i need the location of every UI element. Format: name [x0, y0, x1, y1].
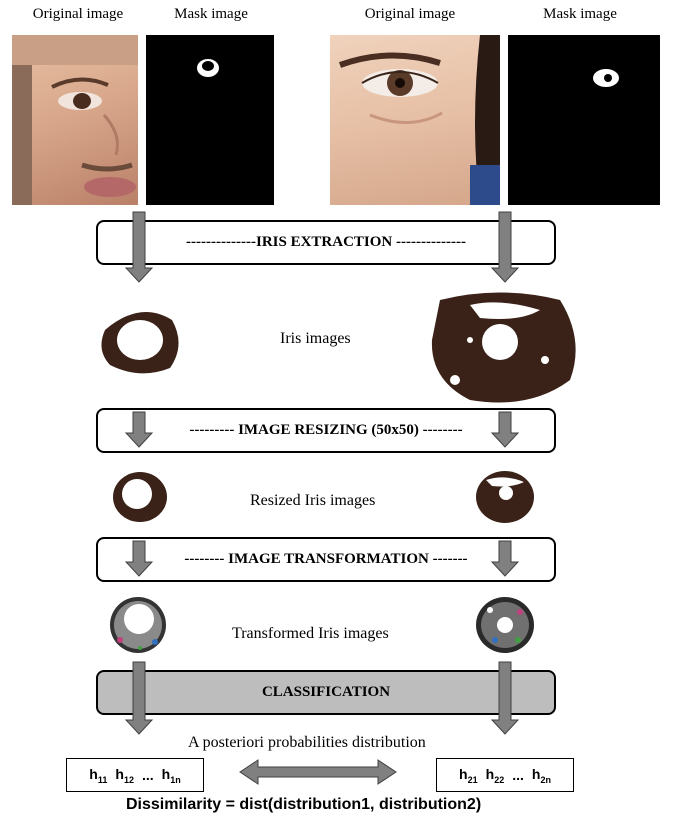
h22-term: h22: [486, 766, 505, 785]
ellipsis: ...: [142, 767, 154, 783]
image-transformation-stage: -------- IMAGE TRANSFORMATION -------: [96, 537, 556, 582]
image-resizing-stage: --------- IMAGE RESIZING (50x50) -------…: [96, 408, 556, 453]
resized-iris-images-caption: Resized Iris images: [250, 492, 375, 510]
classification-stage: CLASSIFICATION: [96, 670, 556, 715]
dissimilarity-formula: Dissimilarity = dist(distribution1, dist…: [126, 796, 481, 814]
distribution-box-1: h11 h12 ... h1n: [66, 758, 204, 792]
h21-term: h21: [459, 766, 478, 785]
h2n-term: h2n: [532, 766, 551, 785]
h12-term: h12: [115, 766, 134, 785]
h11-term: h11: [89, 766, 107, 785]
distribution-box-2: h21 h22 ... h2n: [436, 758, 574, 792]
h1n-term: h1n: [162, 766, 181, 785]
iris-extraction-stage: --------------IRIS EXTRACTION ----------…: [96, 220, 556, 265]
iris-images-caption: Iris images: [280, 330, 351, 348]
transformed-iris-images-caption: Transformed Iris images: [232, 625, 389, 643]
ellipsis: ...: [512, 767, 524, 783]
posteriori-caption: A posteriori probabilities distribution: [188, 734, 426, 752]
